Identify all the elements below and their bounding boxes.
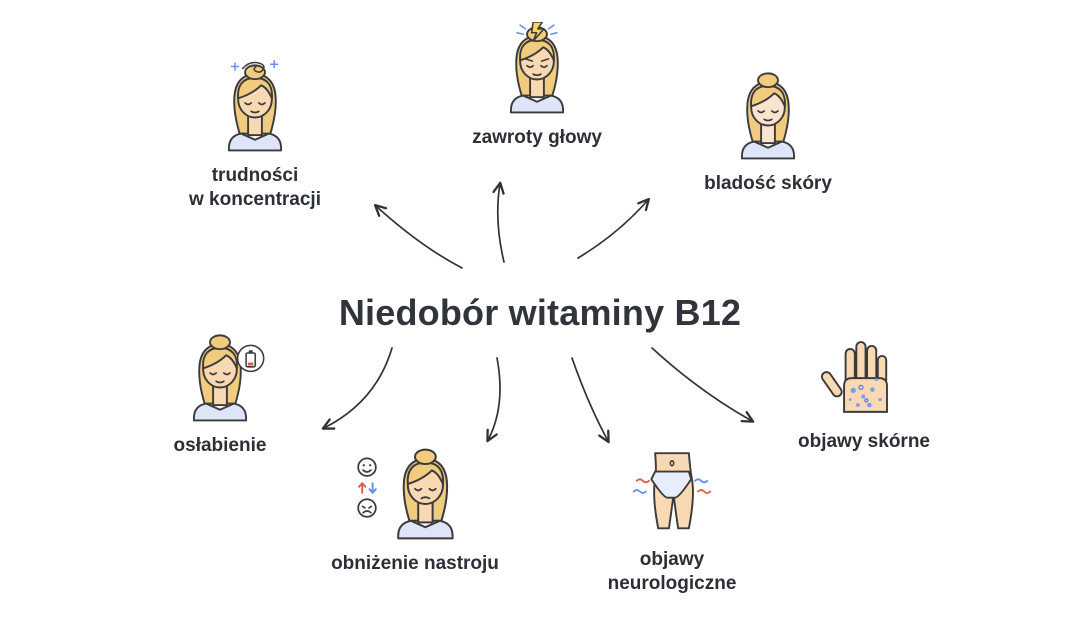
- arrow-to-skorne: [651, 347, 755, 423]
- arrow-to-bladosc: [577, 197, 650, 259]
- headache-lightning-woman-icon: [509, 22, 565, 114]
- mood-arrows-icon: [358, 482, 377, 494]
- symptom-node-nastroj: obniżenie nastroju: [300, 444, 530, 576]
- tingle-right-blue: [694, 478, 709, 484]
- arrow-to-neurologiczne: [571, 357, 610, 444]
- sparkle-right-icon: [269, 60, 279, 69]
- page-title: Niedobór witaminy B12: [338, 292, 742, 333]
- woman-bust: [192, 334, 248, 422]
- woman-bust: [397, 448, 454, 540]
- sad-face-icon: [357, 498, 377, 518]
- hand: [820, 341, 888, 413]
- symptom-label-koncentracja: trudności w koncentracji: [189, 165, 321, 210]
- symptom-label-neurologiczne: objawy neurologiczne: [607, 549, 737, 594]
- symptom-label-skorne: objawy skórne: [798, 431, 930, 452]
- dizzy-confused-woman-icon: [227, 60, 283, 152]
- symptom-node-zawroty: zawroty głowy: [437, 22, 637, 150]
- mood-faces-woman-icon: [357, 448, 454, 540]
- woman-bust: [740, 72, 796, 160]
- low-battery-icon: [236, 344, 265, 373]
- pale-skin-woman-icon: [740, 72, 796, 160]
- woman-bust: [509, 26, 565, 114]
- tingle-right-red: [697, 489, 712, 494]
- symptom-node-skorne: objawy skórne: [764, 326, 964, 454]
- symptom-node-bladosc: bladość skóry: [668, 68, 868, 196]
- pain-lines-icon: [516, 24, 558, 36]
- skin-spots: [848, 378, 882, 408]
- tingle-left-red: [635, 478, 650, 484]
- symptom-label-nastroj: obniżenie nastroju: [331, 553, 499, 574]
- symptom-label-oslabienie: osłabienie: [173, 435, 267, 456]
- woman-bust: [227, 64, 283, 152]
- sparkle-left-icon: [230, 62, 240, 71]
- skin-spots-outlined: [858, 384, 869, 403]
- lightning-bolt-icon: [530, 22, 545, 42]
- underwear: [650, 470, 693, 499]
- tingle-left-blue: [632, 489, 647, 494]
- symptom-label-zawroty: zawroty głowy: [472, 127, 602, 148]
- symptom-node-neurologiczne: objawy neurologiczne: [572, 444, 772, 596]
- arrow-to-koncentracja: [373, 203, 463, 269]
- hips-tingling-icon: [632, 452, 712, 530]
- arrow-to-oslabienie: [321, 347, 393, 430]
- symptom-label-bladosc: bladość skóry: [704, 173, 832, 194]
- low-battery-woman-icon: [192, 334, 265, 422]
- arrow-to-nastroj: [486, 357, 501, 443]
- navel: [669, 459, 675, 467]
- symptom-node-koncentracja: trudności w koncentracji: [155, 60, 355, 212]
- hand-with-spots-icon: [820, 341, 888, 413]
- dizzy-swirl: [241, 61, 265, 73]
- happy-face-icon: [357, 457, 377, 477]
- symptom-node-oslabienie: osłabienie: [120, 330, 320, 458]
- arrow-to-zawroty: [492, 181, 505, 263]
